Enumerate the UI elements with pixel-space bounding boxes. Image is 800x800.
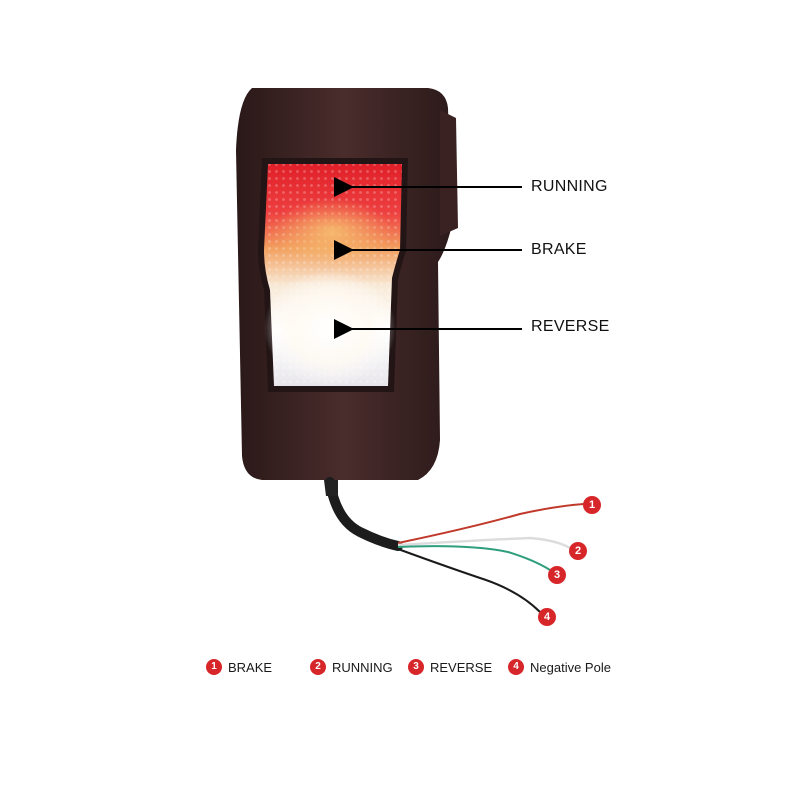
label-running: RUNNING (531, 178, 608, 195)
wire-number-2: 2 (569, 542, 587, 560)
brake-glow (272, 198, 392, 266)
wire-number-1: 1 (583, 496, 601, 514)
legend-label: Negative Pole (530, 659, 611, 675)
cable-sheath (325, 477, 403, 551)
legend-number-badge: 4 (508, 659, 524, 675)
wire-number-3: 3 (548, 566, 566, 584)
housing-flange (440, 110, 458, 236)
label-brake: BRAKE (531, 241, 587, 258)
legend-item-running: 2 RUNNING (310, 657, 393, 677)
legend-item-brake: 1 BRAKE (206, 657, 272, 677)
wire-3 (397, 545, 551, 571)
wire-4 (397, 548, 541, 613)
cable-grommet (324, 480, 338, 496)
legend-number-badge: 2 (310, 659, 326, 675)
legend-item-reverse: 3 REVERSE (408, 657, 492, 677)
legend-label: REVERSE (430, 659, 493, 675)
wire-1 (397, 503, 585, 544)
wire-2 (397, 536, 571, 550)
wire-number-4: 4 (538, 608, 556, 626)
label-reverse: REVERSE (531, 318, 610, 335)
legend-label: RUNNING (332, 659, 393, 675)
legend-number-badge: 3 (408, 659, 424, 675)
legend-label: BRAKE (228, 659, 273, 675)
legend-item-negative-pole: 4 Negative Pole (508, 657, 611, 677)
legend-number-badge: 1 (206, 659, 222, 675)
reverse-glow (264, 270, 396, 386)
